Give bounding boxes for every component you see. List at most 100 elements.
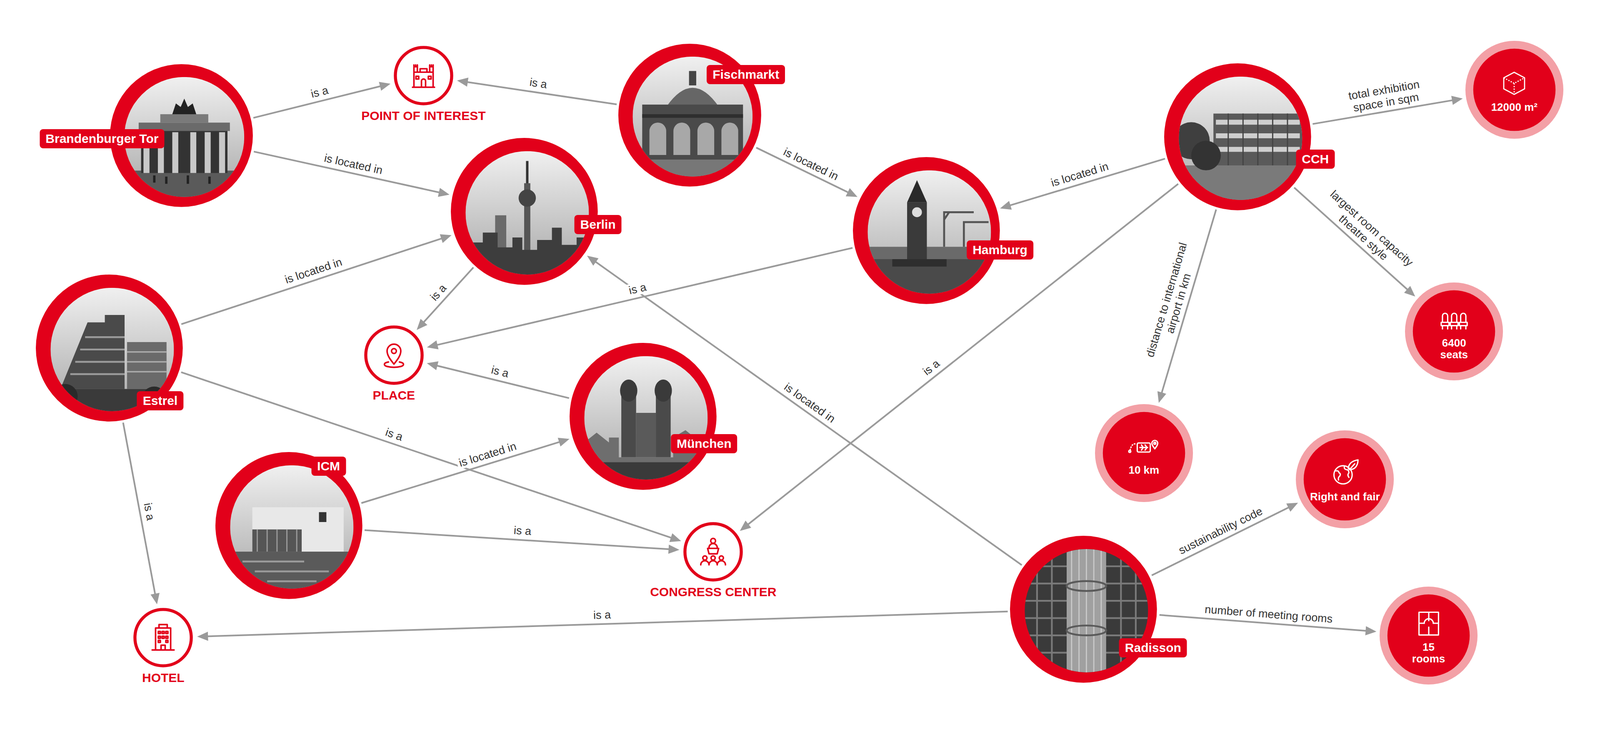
value-node: Right and fair — [1295, 430, 1394, 529]
connector — [1294, 187, 1415, 297]
label-holder: CONGRESS CENTER — [650, 585, 777, 600]
node-shape — [1295, 430, 1394, 529]
red-ring — [35, 274, 183, 422]
edge-label: is a — [625, 280, 650, 298]
label-tag: ICM — [311, 456, 346, 476]
edge-label: is a — [381, 425, 407, 444]
value-label: 12000 m² — [1472, 101, 1556, 113]
class-label: PLACE — [372, 388, 415, 403]
arrowhead — [427, 340, 439, 350]
class-node: PLACE — [363, 324, 425, 386]
red-ring — [215, 452, 363, 600]
connector — [253, 151, 450, 198]
value-disc — [1387, 594, 1470, 677]
value-icon — [1127, 430, 1160, 463]
value-icon — [1328, 456, 1362, 490]
photo — [1172, 76, 1303, 200]
connector — [416, 267, 474, 330]
value-icon — [1437, 302, 1471, 336]
label-tag: Berlin — [574, 215, 622, 235]
connector-line — [361, 441, 562, 503]
class-icon — [152, 624, 175, 650]
photo — [465, 150, 590, 275]
node-shape — [1010, 535, 1158, 683]
label-tag: Estrel — [137, 391, 184, 411]
node-shape — [569, 342, 717, 490]
arrowhead — [150, 592, 160, 605]
node-shape — [1095, 404, 1193, 503]
value-node: 12000 m² — [1465, 40, 1564, 139]
arrowhead — [557, 437, 570, 447]
node-shape — [682, 521, 744, 583]
connector-line — [1151, 506, 1291, 576]
edge-label: number of meeting rooms — [1202, 602, 1335, 626]
connector-line — [1007, 158, 1165, 207]
label-holder: HOTEL — [142, 670, 185, 685]
place-node: München — [569, 342, 717, 490]
value-content: 12000 m² — [1465, 40, 1564, 139]
value-halo — [1379, 586, 1478, 685]
value-node: 6400 seats — [1405, 282, 1503, 381]
value-content: 6400 seats — [1405, 282, 1503, 381]
photo — [584, 356, 708, 480]
connector — [1000, 158, 1165, 210]
value-halo — [1405, 282, 1503, 381]
red-ring — [1010, 535, 1158, 683]
edge-label: is a — [511, 524, 534, 538]
connector — [122, 422, 160, 605]
value-icon-shape — [1441, 313, 1468, 329]
value-icon-shape — [1418, 612, 1439, 635]
edge-label: is a — [919, 355, 944, 380]
value-content: 15 rooms — [1379, 586, 1478, 685]
value-halo — [1465, 40, 1564, 139]
value-disc — [1102, 412, 1185, 495]
value-disc — [1412, 290, 1495, 373]
node-label: Radisson — [1125, 640, 1182, 656]
class-label: HOTEL — [142, 670, 185, 685]
red-ring — [450, 137, 598, 285]
node-label: Berlin — [580, 217, 616, 233]
node-shape — [852, 157, 1000, 305]
arrowhead — [669, 533, 681, 543]
edge-label: is a — [488, 363, 513, 381]
edge-label: is a — [307, 83, 332, 101]
class-node: CONGRESS CENTER — [682, 521, 744, 583]
connector — [426, 361, 569, 398]
class-label: POINT OF INTEREST — [361, 108, 486, 123]
place-node: CCH — [1164, 63, 1312, 211]
node-shape — [392, 45, 455, 107]
connector-line — [253, 151, 442, 193]
arrowhead — [740, 520, 752, 532]
class-icon — [384, 344, 404, 368]
connector — [361, 437, 570, 504]
edge-label: is located in — [281, 255, 346, 287]
arrowhead — [1286, 502, 1298, 512]
arrowhead — [197, 631, 208, 641]
edge-label: is a — [426, 280, 450, 305]
place-node: Berlin — [450, 137, 598, 285]
place-node: Radisson — [1010, 535, 1158, 683]
node-label: Brandenburger Tor — [45, 131, 159, 147]
connector — [181, 234, 452, 325]
value-halo — [1095, 404, 1193, 503]
label-tag: München — [670, 434, 738, 454]
node-shape — [363, 324, 425, 386]
red-ring — [1164, 63, 1312, 211]
arrowhead — [587, 255, 599, 266]
edge-label: total exhibition space in sqm — [1333, 75, 1437, 117]
value-label: 6400 seats — [1433, 337, 1475, 361]
icon-ring — [135, 609, 192, 666]
icon-ring — [365, 327, 423, 384]
arrowhead — [1157, 391, 1167, 403]
photo — [867, 170, 992, 294]
arrowhead — [416, 318, 428, 330]
label-holder: PLACE — [372, 388, 415, 403]
arrowhead — [1000, 200, 1012, 210]
value-node: 10 km — [1095, 404, 1193, 503]
label-tag: Fischmarkt — [706, 65, 785, 85]
class-icon — [700, 538, 726, 565]
arrowhead — [1451, 95, 1463, 105]
place-node: ICM — [215, 452, 363, 600]
label-tag: CCH — [1295, 149, 1335, 169]
connector-line — [422, 267, 474, 324]
